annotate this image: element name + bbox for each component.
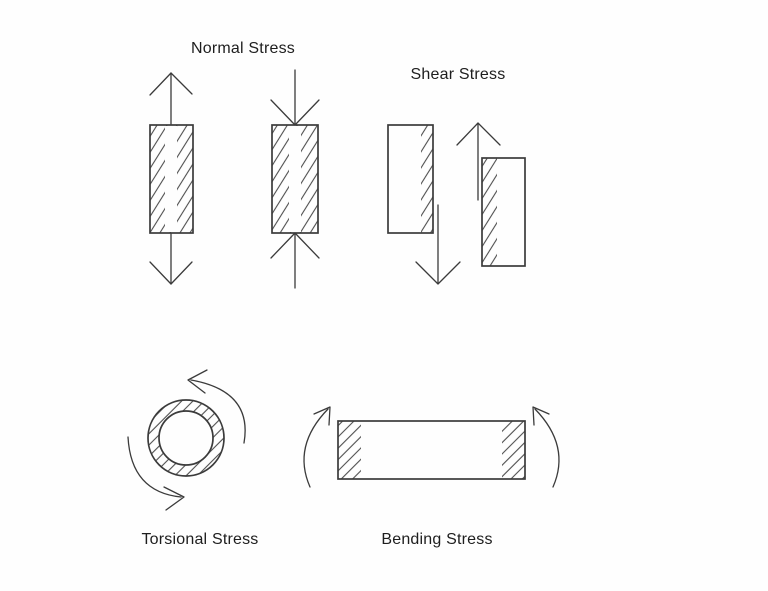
shear-left-plate	[387, 124, 434, 234]
bending-left-moment-arrow	[303, 406, 331, 488]
ring-outer-circle	[147, 399, 225, 477]
torsion-bottom-arrow-head-icon	[163, 486, 185, 511]
torsional-stress-figure: Torsional Stress	[127, 369, 258, 548]
bottom-push-arrow-head-icon	[270, 232, 320, 259]
shear-down-arrow-head-icon	[415, 261, 461, 285]
normal-stress-figure: Normal Stress	[149, 40, 320, 289]
compression-bar-gap	[289, 126, 301, 232]
bending-beam	[337, 420, 526, 480]
torsion-top-arrow-arc	[190, 379, 246, 444]
tension-bar-gap	[165, 126, 177, 232]
bending-right-moment-arrow	[532, 406, 560, 488]
shear-right-plate	[481, 157, 526, 267]
tension-bar	[149, 72, 194, 285]
bending-right-arrow-head-icon	[532, 406, 550, 426]
bending-left-arrow-arc	[303, 408, 329, 488]
left-plate-hatch	[421, 125, 433, 233]
bending-stress-label: Bending Stress	[381, 531, 492, 548]
beam-outline	[337, 420, 526, 480]
normal-stress-label: Normal Stress	[191, 40, 295, 57]
right-plate-hatch	[482, 158, 497, 266]
right-plate-outline	[481, 157, 526, 267]
beam-left-end-hatch	[338, 421, 361, 479]
torsional-stress-label: Torsional Stress	[141, 531, 258, 548]
left-plate-outline	[387, 124, 434, 234]
torsion-top-arrow	[187, 369, 246, 444]
shear-up-arrow	[456, 122, 501, 201]
shear-up-arrow-head-icon	[456, 122, 501, 146]
shear-stress-label: Shear Stress	[411, 66, 506, 83]
shear-down-arrow	[415, 204, 461, 285]
ring-inner-circle	[158, 410, 214, 466]
torsion-bottom-arrow-arc	[127, 436, 182, 498]
hatched-ring	[147, 399, 225, 477]
bending-left-arrow-head-icon	[313, 406, 331, 426]
bending-stress-figure: Bending Stress	[303, 406, 560, 548]
torsion-bottom-arrow	[127, 436, 185, 511]
up-arrow-head-icon	[149, 72, 193, 96]
tension-bar-outline	[149, 124, 194, 234]
torsion-top-arrow-head-icon	[187, 369, 208, 394]
bending-right-arrow-arc	[534, 408, 560, 488]
compression-bar	[270, 69, 320, 289]
beam-right-end-hatch	[502, 421, 525, 479]
shear-stress-figure: Shear Stress	[387, 66, 526, 285]
down-arrow-head-icon	[149, 261, 193, 285]
